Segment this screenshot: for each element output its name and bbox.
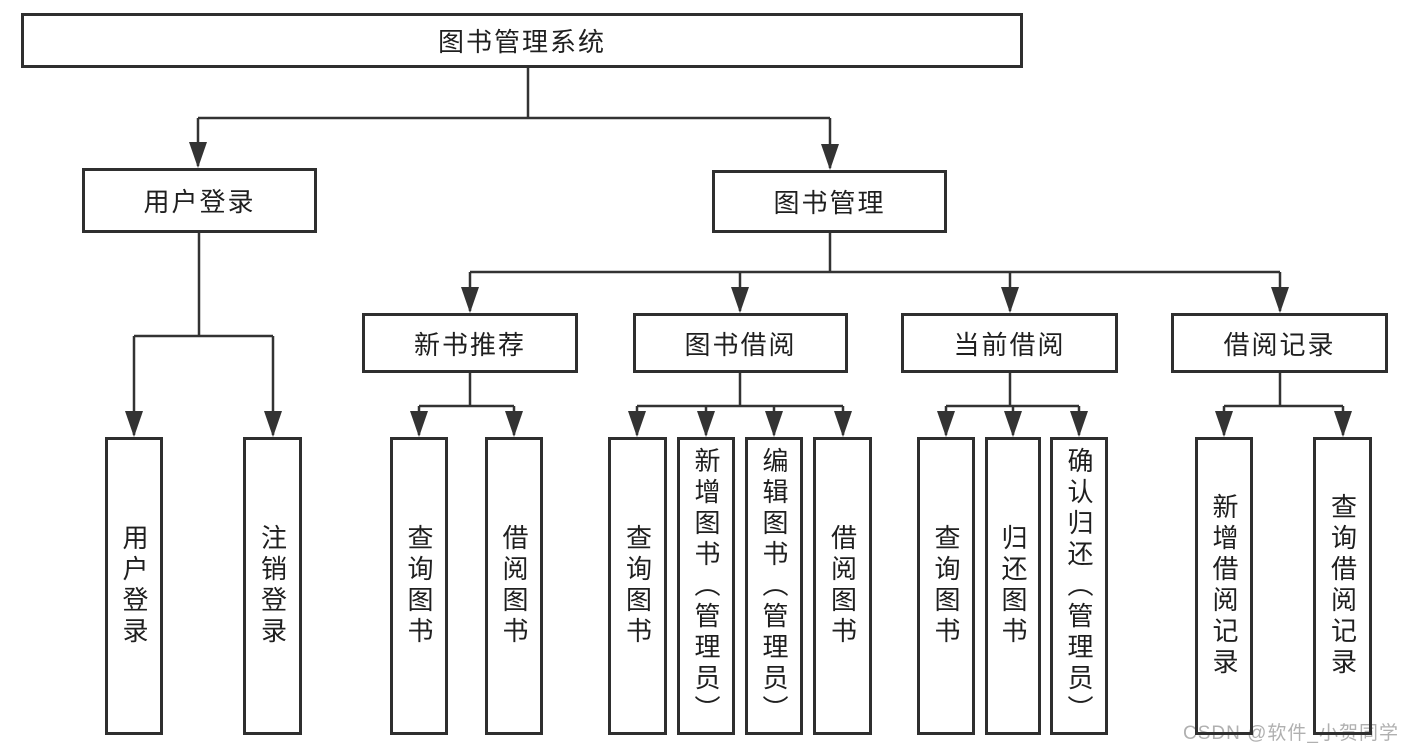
leaf-return-books: 归还图书	[985, 437, 1041, 735]
connector-line	[417, 373, 516, 435]
leaf-label: 查询图书	[404, 524, 434, 648]
node-library-management-system: 图书管理系统	[21, 13, 1023, 68]
leaf-query-borrow-record: 查询借阅记录	[1313, 437, 1372, 735]
leaf-query-books-recommendation: 查询图书	[390, 437, 448, 735]
node-label: 当前借阅	[953, 329, 1066, 360]
leaf-confirm-return-admin: 确认归还（管理员）	[1050, 437, 1108, 735]
leaf-edit-books-admin: 编辑图书（管理员）	[745, 437, 803, 735]
leaf-label: 新增借阅记录	[1209, 493, 1239, 679]
leaf-query-books-current: 查询图书	[917, 437, 975, 735]
leaf-label: 查询借阅记录	[1327, 493, 1358, 679]
arrow-down-icon	[628, 411, 646, 437]
node-label: 图书借阅	[684, 329, 797, 360]
node-book-borrowing: 图书借阅	[633, 313, 848, 373]
node-book-management: 图书管理	[712, 170, 947, 233]
arrow-down-icon	[125, 411, 143, 437]
connector-line	[1222, 373, 1345, 435]
leaf-label: 查询图书	[622, 524, 653, 648]
arrow-down-icon	[1004, 411, 1022, 437]
leaf-logout-login: 注销登录	[243, 437, 302, 735]
arrow-down-icons	[125, 142, 1352, 437]
leaf-add-borrow-record: 新增借阅记录	[1195, 437, 1253, 735]
node-label: 借阅记录	[1223, 329, 1336, 360]
watermark: CSDN @软件_小贺同学	[1183, 723, 1399, 744]
leaf-label: 归还图书	[998, 524, 1028, 648]
leaf-label: 查询图书	[931, 524, 961, 648]
arrow-down-icon	[697, 411, 715, 437]
node-label: 用户登录	[143, 187, 256, 217]
leaf-label: 新增图书（管理员）	[691, 446, 721, 726]
node-label: 新书推荐	[413, 329, 526, 360]
connector-line	[468, 233, 1282, 311]
leaf-borrow-books-borrowing: 借阅图书	[813, 437, 872, 735]
arrow-down-icon	[189, 142, 207, 168]
arrow-down-icon	[1271, 287, 1289, 313]
arrow-down-icon	[765, 411, 783, 437]
leaf-label: 编辑图书（管理员）	[759, 446, 789, 726]
arrow-down-icon	[834, 411, 852, 437]
arrow-down-icon	[1334, 411, 1352, 437]
node-label: 图书管理系统	[437, 27, 606, 57]
leaf-user-login: 用户登录	[105, 437, 163, 735]
node-user-login: 用户登录	[82, 168, 317, 233]
arrow-down-icon	[1001, 287, 1019, 313]
leaf-label: 确认归还（管理员）	[1064, 446, 1094, 726]
arrow-down-icon	[1215, 411, 1233, 437]
arrow-down-icon	[937, 411, 955, 437]
connector-lines	[132, 68, 1345, 435]
node-borrowing-records: 借阅记录	[1171, 313, 1388, 373]
leaf-label: 借阅图书	[827, 524, 858, 648]
arrow-down-icon	[264, 411, 282, 437]
leaf-query-books-borrowing: 查询图书	[608, 437, 667, 735]
node-current-borrowing: 当前借阅	[901, 313, 1118, 373]
leaf-label: 注销登录	[257, 524, 288, 648]
leaf-add-books-admin: 新增图书（管理员）	[677, 437, 735, 735]
arrow-down-icon	[821, 144, 839, 170]
leaf-label: 用户登录	[119, 524, 149, 648]
connector-line	[635, 373, 845, 435]
node-label: 图书管理	[773, 188, 886, 218]
arrow-down-icon	[505, 411, 523, 437]
node-new-book-recommendation: 新书推荐	[362, 313, 578, 373]
leaf-label: 借阅图书	[499, 524, 529, 648]
leaf-borrow-books-recommendation: 借阅图书	[485, 437, 543, 735]
arrow-down-icon	[731, 287, 749, 313]
connector-line	[196, 68, 832, 168]
arrow-down-icon	[410, 411, 428, 437]
arrow-down-icon	[1070, 411, 1088, 437]
connector-line	[132, 233, 275, 435]
arrow-down-icon	[461, 287, 479, 313]
